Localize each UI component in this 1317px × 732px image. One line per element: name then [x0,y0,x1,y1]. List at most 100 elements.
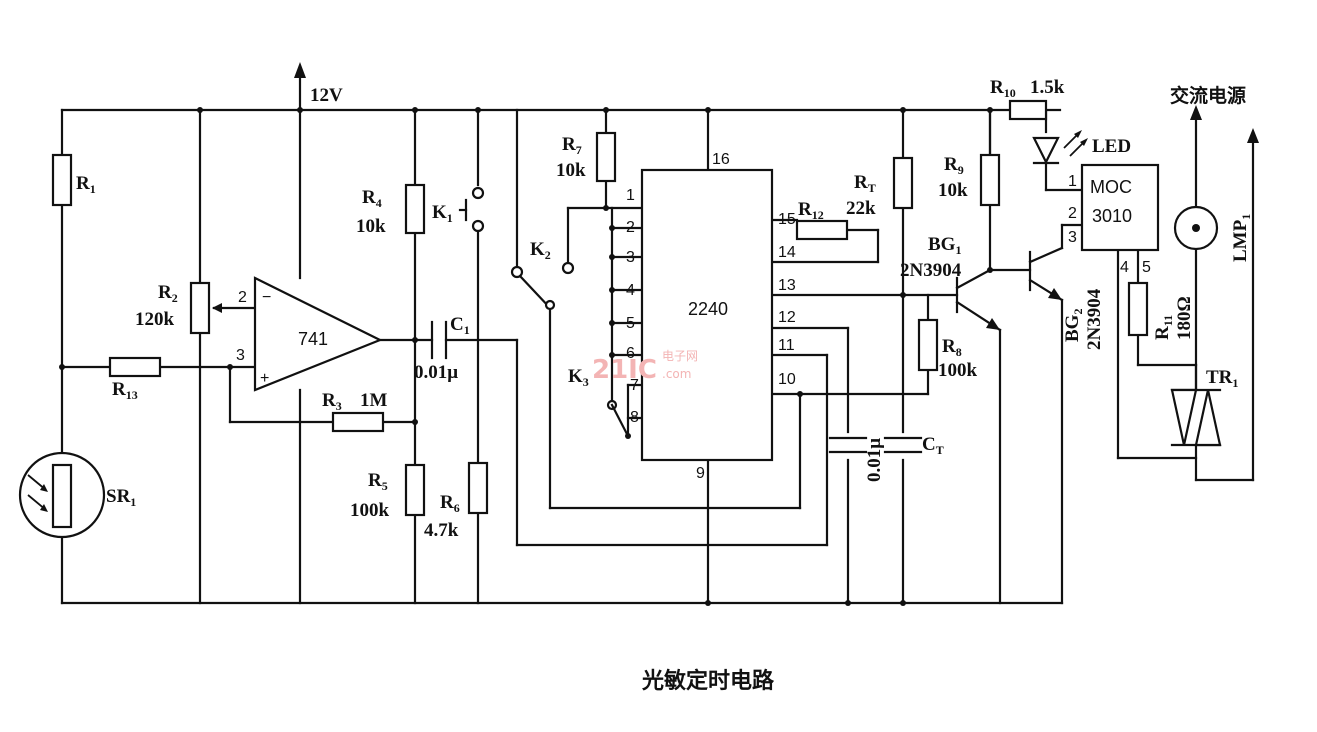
switch-k2 [510,261,575,311]
timer-pin-13: 13 [778,277,796,294]
watermark-brand: 21IC [592,355,657,385]
r4-label: R4 [362,187,382,210]
timer-pin-14: 14 [778,244,796,261]
resistor-r4 [404,183,426,235]
r4-value: 10k [356,216,386,237]
switch-k3 [606,399,630,438]
timer-pin-15: 15 [778,211,796,228]
resistor-r7 [595,131,617,183]
timer-pin-10: 10 [778,371,796,388]
r9-value: 10k [938,180,968,201]
r11-label: R11 [1152,315,1175,340]
supply-arrows [294,62,1259,143]
timer-pin-1: 1 [626,187,635,204]
resistor-r13 [108,356,162,378]
vcc-arrow-icon [294,62,306,78]
supply-label: 12V [310,85,343,106]
junction-dots [59,107,993,606]
ct-value: 0.01μ [864,438,885,482]
resistor-rt [892,156,914,210]
r3-label: R3 [322,390,342,413]
k2-label: K2 [530,239,551,262]
transistor-bg1 [955,268,1002,332]
rt-value: 22k [846,198,876,219]
watermark-cn: 电子网 [662,349,698,363]
sr1-label: SR1 [106,486,136,509]
r7-value: 10k [556,160,586,181]
timer-ic-2240: 2240 1 2 3 4 5 6 7 8 9 10 11 12 13 14 15… [626,151,796,482]
timer-pin-11: 11 [778,337,795,354]
r10-value: 1.5k [1030,77,1065,98]
watermark: 21IC 电子网 .com [592,349,698,385]
potentiometer-r2 [189,281,211,335]
opamp-741: 741 − + 2 3 [236,276,383,392]
led-label: LED [1092,136,1131,157]
moc-pin-1: 1 [1068,173,1077,190]
timer-pin-8: 8 [630,409,639,426]
resistor-r10 [1008,99,1048,121]
capacitor-ct [828,436,923,454]
r8-value: 100k [938,360,978,381]
timer-pin-5: 5 [626,315,635,332]
led [1032,130,1088,165]
transistor-bg2 [1028,246,1064,302]
resistor-r3 [331,411,385,433]
opamp-pin-plus: 3 [236,347,245,364]
r10-label: R10 [990,77,1016,100]
bg2-label: BG2 [1062,309,1085,342]
timer-pin-12: 12 [778,309,796,326]
r8-label: R8 [942,336,962,359]
k3-label: K3 [568,366,589,389]
lamp-lmp1 [1173,205,1219,251]
ac-arrow-icon [1190,105,1202,120]
moc-pin-2: 2 [1068,205,1077,222]
resistor-r6 [467,461,489,515]
r1-label: R1 [76,173,96,196]
switch-k1 [458,186,485,233]
resistor-r1 [51,153,73,207]
ct-label: CT [922,434,944,457]
ac-supply-label: 交流电源 [1170,84,1246,107]
rt-label: RT [854,172,876,195]
r6-label: R6 [440,492,460,515]
r2-label: R2 [158,282,178,305]
r5-label: R5 [368,470,388,493]
r3-value: 1M [360,390,388,411]
r5-value: 100k [350,500,390,521]
opamp-model: 741 [298,329,328,349]
timer-pin-9: 9 [696,465,705,482]
moc-pin-3: 3 [1068,229,1077,246]
resistor-r8 [917,318,939,372]
timer-pin-6: 6 [626,345,635,362]
wiper-arrow-icon [212,303,222,313]
r2-value: 120k [135,309,175,330]
k1-label: K1 [432,202,453,225]
opamp-plus-sign: + [260,370,269,387]
r9-label: R9 [944,154,964,177]
optocoupler-moc3010: MOC 3010 1 2 3 4 5 [1068,163,1160,276]
bg1-model: 2N3904 [900,260,962,281]
photoresistor-sr1 [18,451,106,539]
moc-line2: 3010 [1092,206,1132,226]
resistor-r12 [795,219,849,241]
timer-pin-3: 3 [626,249,635,266]
resistor-r11 [1127,281,1149,337]
opamp-pin-minus: 2 [238,289,247,306]
r7-label: R7 [562,134,582,157]
opamp-minus-sign: − [262,289,271,306]
labels: 12V 交流电源 R1 R2 120k R13 SR1 R3 1M R4 10k… [76,77,1253,541]
timer-pin-16: 16 [712,151,730,168]
lmp1-label: LMP1 [1230,214,1253,262]
bg2-model: 2N3904 [1084,288,1105,350]
resistor-r5 [404,463,426,517]
r11-value: 180Ω [1174,296,1195,340]
timer-model: 2240 [688,299,728,319]
timer-pin-7: 7 [630,377,639,394]
c1-value: 0.01μ [414,362,458,383]
r6-value: 4.7k [424,520,459,541]
timer-pin-4: 4 [626,282,635,299]
ac-arrow-icon [1247,128,1259,143]
c1-label: C1 [450,314,470,337]
watermark-domain: .com [662,367,691,381]
